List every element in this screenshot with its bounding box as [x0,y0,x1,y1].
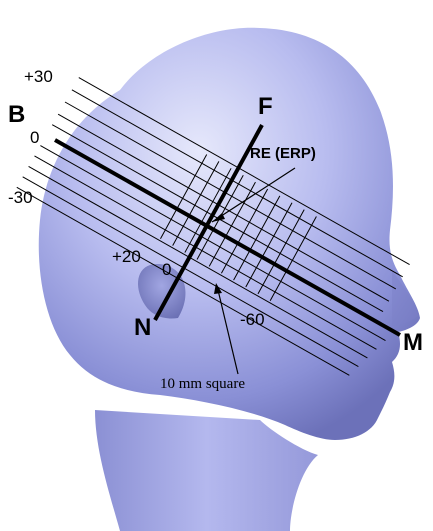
band-line [22,176,359,368]
band-line [28,165,368,359]
grid-cross-line [220,188,269,274]
grid-crosshatch [160,154,317,302]
grid-cross-line [208,181,256,267]
label-zero-left: 0 [30,128,39,147]
label-plus30: +30 [24,67,53,86]
band-line [40,145,386,342]
grid-cross-line [160,154,208,240]
grid-cross-line [172,161,220,246]
square-arrowhead [214,283,222,294]
band-line [71,89,403,278]
grid-cross-line [245,202,293,288]
grid-cross-line [233,195,281,281]
band-line [64,101,397,290]
label-plus20: +20 [112,247,141,266]
label-f: F [258,93,273,120]
label-minus60: -60 [240,310,265,329]
label-n: N [134,314,151,341]
grid-cross-line [269,216,317,302]
band-line [57,113,390,302]
square-pointer [217,289,239,375]
grid-lines [16,77,410,376]
axis-b-m [54,138,401,337]
axis-f-n [153,124,264,321]
label-re-erp: RE (ERP) [250,145,316,162]
ear [138,264,186,319]
band-line [78,77,410,266]
label-10mm-square: 10 mm square [160,376,245,392]
band-line [16,186,350,376]
grid-cross-line [257,209,305,295]
head-silhouette [38,27,420,531]
label-minus30: -30 [8,188,33,207]
re-erp-arrowhead [212,213,225,222]
label-b: B [8,101,25,128]
grid-cross-line [184,168,232,253]
neck [95,410,318,531]
label-m: M [403,329,423,356]
band-line [34,155,377,350]
re-erp-pointer [211,167,296,223]
nose-shade [392,270,418,326]
label-zero-vertical: 0 [162,260,171,279]
head-shape [38,27,420,440]
